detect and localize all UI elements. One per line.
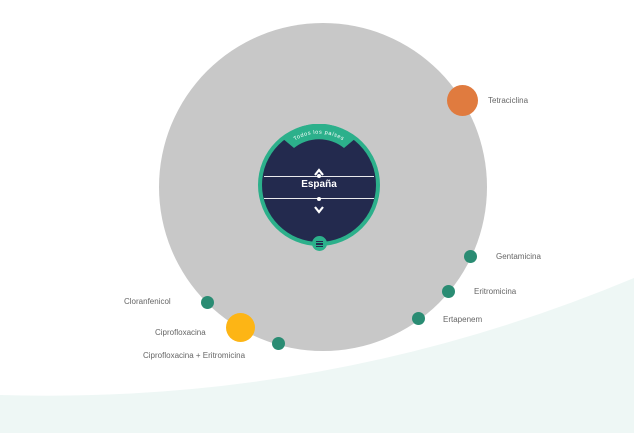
- antibiotic-dot-tetraciclina[interactable]: [447, 85, 478, 116]
- divider-dot-bottom: [317, 197, 321, 201]
- antibiotic-dot-gentamicina[interactable]: [464, 250, 477, 263]
- antibiotic-dot-cloranfenicol[interactable]: [201, 296, 214, 309]
- country-selector-dial: España Todos los países: [258, 124, 380, 251]
- antibiotic-dot-cipro-eritro[interactable]: [272, 337, 285, 350]
- menu-button[interactable]: [312, 236, 327, 251]
- antibiotic-label-cipro-eritro[interactable]: Ciprofloxacina + Eritromicina: [143, 351, 246, 360]
- antibiotic-label-ciprofloxacina[interactable]: Ciprofloxacina: [155, 328, 206, 337]
- chevron-down-icon: [314, 206, 324, 214]
- chevron-up-icon: [314, 168, 324, 176]
- antibiotic-dot-eritromicina[interactable]: [442, 285, 455, 298]
- divider-top: [264, 176, 374, 177]
- antibiotic-label-tetraciclina[interactable]: Tetraciclina: [488, 96, 529, 105]
- next-country-button[interactable]: [313, 202, 325, 214]
- selected-country: España: [301, 179, 337, 190]
- antibiotic-label-eritromicina[interactable]: Eritromicina: [474, 287, 517, 296]
- antibiotic-label-ertapenem[interactable]: Ertapenem: [443, 315, 483, 324]
- country-selector-face: España: [262, 128, 376, 242]
- previous-country-button[interactable]: [313, 164, 325, 176]
- antibiotic-label-cloranfenicol[interactable]: Cloranfenicol: [124, 297, 171, 306]
- antibiotic-dot-ertapenem[interactable]: [412, 312, 425, 325]
- antibiotic-label-gentamicina[interactable]: Gentamicina: [496, 252, 541, 261]
- antibiotic-dot-ciprofloxacina[interactable]: [226, 313, 255, 342]
